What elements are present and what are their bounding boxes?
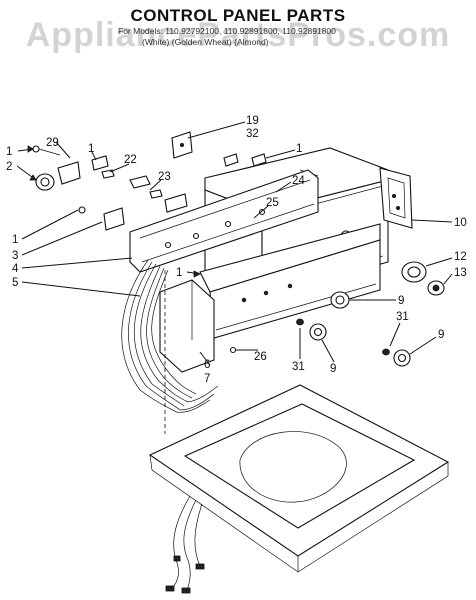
callout-6: 6 xyxy=(204,359,210,371)
callout-1b: 1 xyxy=(88,143,94,155)
callout-24: 24 xyxy=(292,175,305,187)
arrow-heads xyxy=(27,145,201,278)
callout-32: 32 xyxy=(246,128,259,140)
callout-4: 4 xyxy=(12,263,19,275)
callout-9c: 9 xyxy=(330,363,336,375)
callout-26: 26 xyxy=(254,351,267,363)
callout-9: 9 xyxy=(398,295,404,307)
model-colors: (White) (Golden Wheat) (Almond) xyxy=(142,37,269,47)
right-knobs xyxy=(229,261,445,367)
callout-1d: 1 xyxy=(12,234,18,246)
front-panel xyxy=(199,223,381,339)
callout-1e: 1 xyxy=(176,267,182,279)
end-cap xyxy=(379,167,413,229)
diagram-title: CONTROL PANEL PARTS xyxy=(130,6,346,25)
callout-2: 2 xyxy=(6,161,12,173)
cover-panel xyxy=(159,279,215,373)
bracket xyxy=(171,131,267,167)
callout-19: 19 xyxy=(246,115,259,127)
callout-29: 29 xyxy=(46,137,59,149)
cabinet-top xyxy=(148,384,450,573)
callout-5: 5 xyxy=(12,277,18,289)
callout-9b: 9 xyxy=(438,329,444,341)
callout-10: 10 xyxy=(454,217,467,229)
callout-1c: 1 xyxy=(296,143,302,155)
callout-31b: 31 xyxy=(292,361,305,373)
callout-23: 23 xyxy=(158,171,171,183)
control-panel-plate xyxy=(129,169,319,273)
callout-1: 1 xyxy=(6,146,12,158)
callout-31: 31 xyxy=(396,311,409,323)
callout-12: 12 xyxy=(454,251,467,263)
callout-25: 25 xyxy=(266,197,279,209)
callout-13: 13 xyxy=(454,267,467,279)
wire-harness xyxy=(121,259,219,434)
left-switch-parts xyxy=(32,145,188,231)
callout-7: 7 xyxy=(204,373,210,385)
callout-labels: 1 29 2 1 22 23 19 32 1 24 25 10 1 3 4 5 … xyxy=(6,115,467,385)
callout-3: 3 xyxy=(12,250,18,262)
watermark: AppliancePartsPros.com xyxy=(25,16,451,54)
callout-22: 22 xyxy=(124,154,137,166)
model-numbers: For Models: 110.92792100, 110.92891800, … xyxy=(118,26,336,36)
lower-wires xyxy=(165,495,205,594)
